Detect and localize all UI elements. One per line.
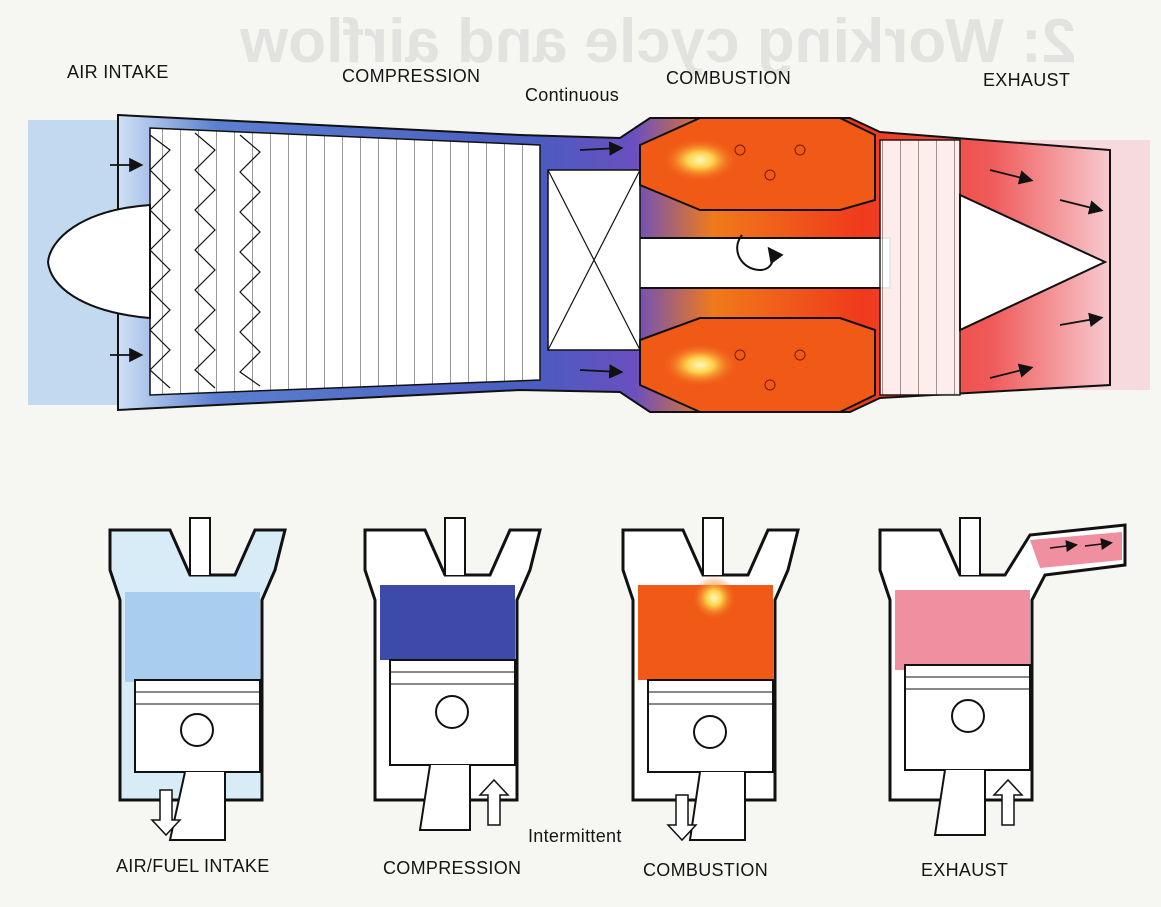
- intermittent-cycle-label: Intermittent: [528, 826, 622, 846]
- up-arrow-icon: [478, 778, 510, 826]
- cylinder-intake: [108, 517, 287, 841]
- cylinder-compression: [363, 517, 542, 831]
- jet-stage-combustion-label: COMBUSTION: [666, 68, 792, 88]
- airflow-arrows: [110, 141, 1104, 379]
- nose-cone: [46, 203, 151, 320]
- jet-stage-air-intake-label: AIR INTAKE: [67, 62, 169, 82]
- combustion-chamber-top: [639, 117, 876, 211]
- compressor-stages: [149, 127, 541, 396]
- combustion-chamber-bottom: [639, 317, 876, 413]
- rotation-arrow-icon: [736, 234, 784, 272]
- piston-stroke-exhaust-label: EXHAUST: [921, 860, 1009, 880]
- piston-cylinders: [108, 517, 1127, 842]
- connecting-rod: [168, 771, 226, 841]
- piston-stroke-intake-label: AIR/FUEL INTAKE: [116, 856, 270, 876]
- jet-stage-compression-label: COMPRESSION: [342, 66, 481, 86]
- spark-plug-icon: [959, 517, 981, 575]
- connecting-rod: [418, 764, 471, 831]
- spark-plug-icon: [702, 517, 724, 575]
- spark-flash: [692, 576, 736, 620]
- exhaust-cone: [959, 193, 1108, 332]
- turbine-stages: [879, 139, 961, 396]
- down-arrow-icon: [666, 794, 698, 842]
- cylinder-exhaust: [878, 517, 1127, 836]
- spark-plug-icon: [444, 517, 466, 575]
- spark-plug-icon: [189, 517, 211, 575]
- down-arrow-icon: [150, 789, 182, 837]
- cylinder-combustion: [621, 517, 800, 842]
- piston-stroke-combustion-label: COMBUSTION: [643, 860, 769, 880]
- jet-engine: [28, 113, 1150, 413]
- connecting-rod: [933, 769, 986, 836]
- jet-stage-exhaust-label: EXHAUST: [983, 70, 1071, 90]
- piston-stroke-compression-label: COMPRESSION: [383, 858, 522, 878]
- continuous-cycle-label: Continuous: [525, 85, 620, 105]
- up-arrow-icon: [992, 778, 1024, 826]
- connecting-rod: [688, 771, 746, 841]
